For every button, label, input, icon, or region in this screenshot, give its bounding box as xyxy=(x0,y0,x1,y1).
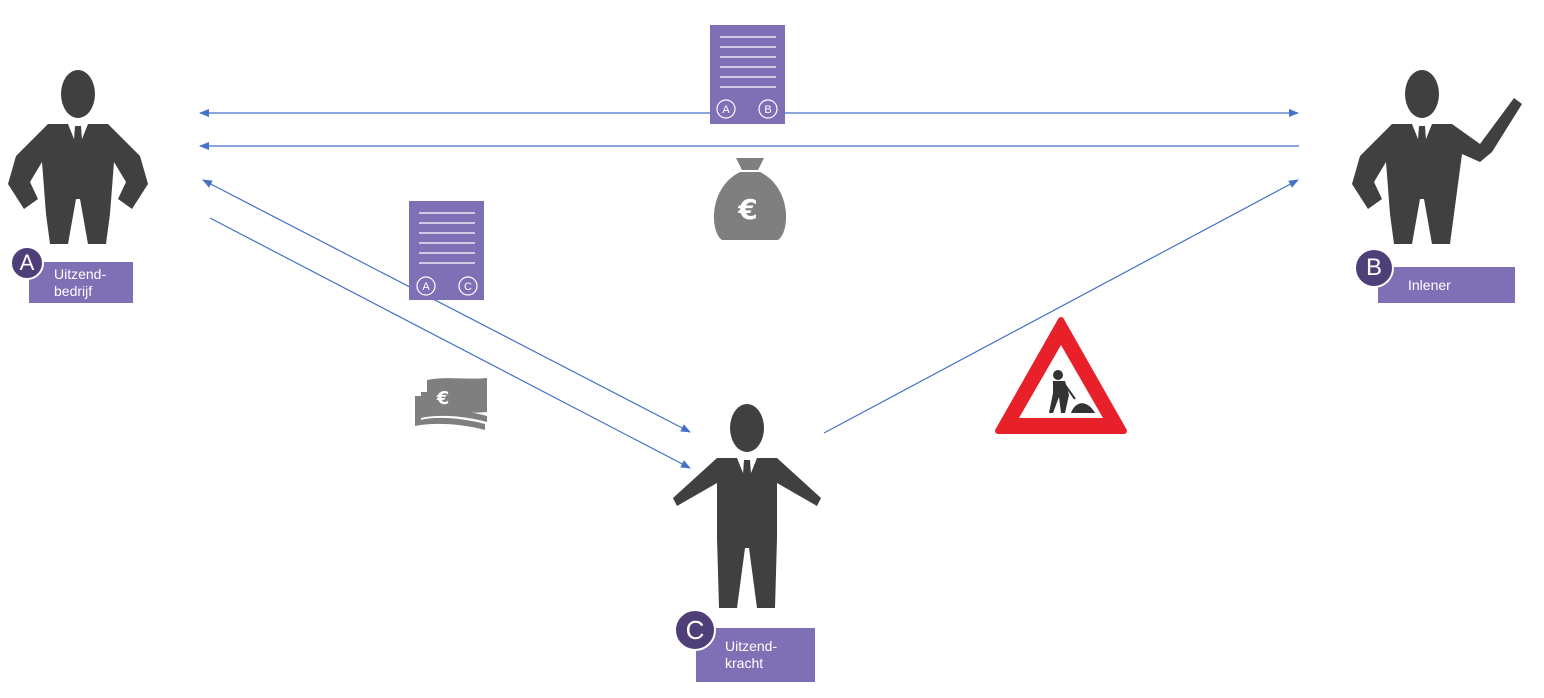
party-c-label: Uitzend- kracht xyxy=(696,628,815,682)
money-bag-euro-icon: € xyxy=(713,158,787,240)
banknote-currency-symbol: € xyxy=(436,388,450,409)
person-a-businessman-icon xyxy=(8,70,148,244)
contract-ab-document-icon: A B xyxy=(710,25,785,124)
party-a-label: Uitzend- bedrijf xyxy=(29,262,133,303)
contract-ac-party-right: C xyxy=(464,281,472,293)
contract-ab-party-right: B xyxy=(764,104,771,116)
contract-ac-party-left: A xyxy=(422,281,430,293)
party-c-label-line1: Uitzend- xyxy=(725,638,778,654)
euro-banknotes-icon: € xyxy=(415,378,487,430)
person-c-businessman-icon xyxy=(673,404,821,608)
party-b-badge: B xyxy=(1354,248,1394,288)
arrow-c-to-b-work xyxy=(823,179,1299,434)
contract-ac-document-icon: A C xyxy=(409,201,484,300)
arrow-a-c-contract xyxy=(202,179,691,433)
party-c-badge: C xyxy=(674,609,716,651)
party-a-label-line1: Uitzend- xyxy=(54,265,107,282)
party-b-label-line1: Inlener xyxy=(1408,276,1451,293)
contract-ab-party-left: A xyxy=(722,104,730,116)
party-b-label: Inlener xyxy=(1378,267,1515,303)
money-bag-currency-symbol: € xyxy=(737,193,757,226)
party-a-badge: A xyxy=(10,246,44,280)
person-b-businessman-icon xyxy=(1352,70,1522,244)
party-a-label-line2: bedrijf xyxy=(54,282,93,299)
road-work-warning-icon xyxy=(995,317,1127,434)
arrow-a-to-c-wage xyxy=(209,217,691,469)
party-c-label-line2: kracht xyxy=(725,655,764,671)
